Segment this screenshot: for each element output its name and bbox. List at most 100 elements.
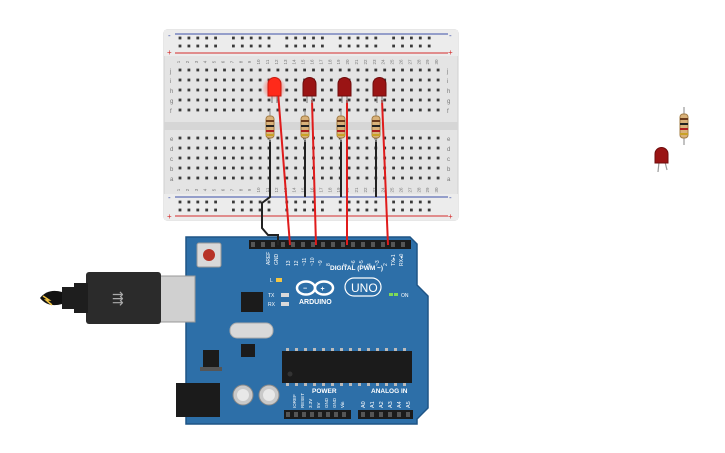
breadboard-hole[interactable] <box>249 166 253 170</box>
rail-hole[interactable] <box>258 200 262 204</box>
breadboard-hole[interactable] <box>196 166 200 170</box>
breadboard-hole[interactable] <box>232 88 235 92</box>
breadboard-hole[interactable] <box>214 166 217 170</box>
header-pin[interactable] <box>391 242 395 247</box>
rail-hole[interactable] <box>347 44 351 48</box>
breadboard-hole[interactable] <box>418 166 422 170</box>
breadboard-hole[interactable] <box>187 88 191 92</box>
breadboard-hole[interactable] <box>223 146 226 150</box>
rail-hole[interactable] <box>232 200 235 204</box>
breadboard-hole[interactable] <box>178 156 182 160</box>
rail-hole[interactable] <box>187 200 191 204</box>
breadboard-hole[interactable] <box>365 166 369 170</box>
breadboard-hole[interactable] <box>223 78 226 82</box>
breadboard-hole[interactable] <box>214 68 217 72</box>
rail-hole[interactable] <box>418 36 422 40</box>
breadboard-hole[interactable] <box>401 88 404 92</box>
breadboard-hole[interactable] <box>205 166 209 170</box>
breadboard-hole[interactable] <box>365 136 369 140</box>
analog-header[interactable] <box>358 410 413 419</box>
rail-hole[interactable] <box>232 36 235 40</box>
breadboard-hole[interactable] <box>205 68 209 72</box>
breadboard-hole[interactable] <box>232 176 235 180</box>
breadboard-hole[interactable] <box>232 108 235 112</box>
breadboard-hole[interactable] <box>356 176 360 180</box>
bottom-header-pins[interactable] <box>286 412 410 417</box>
breadboard-hole[interactable] <box>187 176 191 180</box>
breadboard-hole[interactable] <box>392 176 395 180</box>
rail-hole[interactable] <box>312 208 315 212</box>
rail-hole[interactable] <box>205 200 209 204</box>
rail-hole[interactable] <box>427 44 431 48</box>
breadboard-hole[interactable] <box>392 146 395 150</box>
breadboard-hole[interactable] <box>392 68 395 72</box>
led-4[interactable] <box>372 77 387 103</box>
breadboard-hole[interactable] <box>285 98 289 102</box>
rail-hole[interactable] <box>427 36 431 40</box>
resistors[interactable] <box>265 110 381 142</box>
breadboard-hole[interactable] <box>356 136 360 140</box>
breadboard-hole[interactable] <box>258 166 262 170</box>
breadboard-hole[interactable] <box>365 78 369 82</box>
breadboard-hole[interactable] <box>401 98 404 102</box>
digital-header[interactable] <box>249 240 411 249</box>
breadboard-hole[interactable] <box>240 78 244 82</box>
breadboard-hole[interactable] <box>303 68 306 72</box>
breadboard-hole[interactable] <box>436 166 440 170</box>
rail-hole[interactable] <box>321 200 324 204</box>
rail-hole[interactable] <box>347 208 351 212</box>
header-pin[interactable] <box>401 242 405 247</box>
breadboard-hole[interactable] <box>178 88 182 92</box>
breadboard-hole[interactable] <box>285 166 289 170</box>
breadboard-hole[interactable] <box>321 136 324 140</box>
rail-hole[interactable] <box>321 36 324 40</box>
power-pin[interactable] <box>310 412 314 417</box>
breadboard-hole[interactable] <box>205 136 209 140</box>
breadboard-hole[interactable] <box>187 98 191 102</box>
breadboard-hole[interactable] <box>285 156 289 160</box>
rail-hole[interactable] <box>401 36 404 40</box>
breadboard-hole[interactable] <box>232 156 235 160</box>
breadboard-hole[interactable] <box>321 88 324 92</box>
rail-hole[interactable] <box>392 36 395 40</box>
breadboard-hole[interactable] <box>418 136 422 140</box>
power-jack[interactable] <box>176 383 220 417</box>
breadboard-hole[interactable] <box>365 98 369 102</box>
rail-hole[interactable] <box>410 36 413 40</box>
header-pin[interactable] <box>381 242 385 247</box>
rail-hole[interactable] <box>401 200 404 204</box>
rail-hole[interactable] <box>205 44 209 48</box>
header-pin[interactable] <box>331 242 335 247</box>
rail-hole[interactable] <box>374 208 378 212</box>
breadboard-hole[interactable] <box>347 156 351 160</box>
breadboard-hole[interactable] <box>321 108 324 112</box>
breadboard-hole[interactable] <box>178 136 182 140</box>
breadboard-hole[interactable] <box>392 78 395 82</box>
breadboard-hole[interactable] <box>258 156 262 160</box>
wire-gnd-black[interactable] <box>261 140 279 245</box>
rail-hole[interactable] <box>374 200 378 204</box>
breadboard-hole[interactable] <box>427 98 431 102</box>
rail-hole[interactable] <box>187 208 191 212</box>
breadboard-hole[interactable] <box>178 98 182 102</box>
rail-hole[interactable] <box>249 44 253 48</box>
breadboard[interactable]: - + - + - + - + j i h g f e d c b a j i … <box>163 29 459 221</box>
breadboard-hole[interactable] <box>410 68 413 72</box>
rail-hole[interactable] <box>178 36 182 40</box>
breadboard-hole[interactable] <box>303 98 306 102</box>
breadboard-hole[interactable] <box>267 108 271 112</box>
breadboard-hole[interactable] <box>258 88 262 92</box>
breadboard-hole[interactable] <box>436 78 440 82</box>
rail-hole[interactable] <box>312 44 315 48</box>
breadboard-hole[interactable] <box>401 146 404 150</box>
breadboard-hole[interactable] <box>267 68 271 72</box>
breadboard-hole[interactable] <box>285 136 289 140</box>
breadboard-hole[interactable] <box>258 146 262 150</box>
breadboard-hole[interactable] <box>329 136 333 140</box>
rail-hole[interactable] <box>187 44 191 48</box>
breadboard-hole[interactable] <box>347 108 351 112</box>
breadboard-hole[interactable] <box>285 146 289 150</box>
usb-cable[interactable]: ⇶ <box>40 272 196 324</box>
breadboard-hole[interactable] <box>187 156 191 160</box>
breadboard-hole[interactable] <box>321 98 324 102</box>
